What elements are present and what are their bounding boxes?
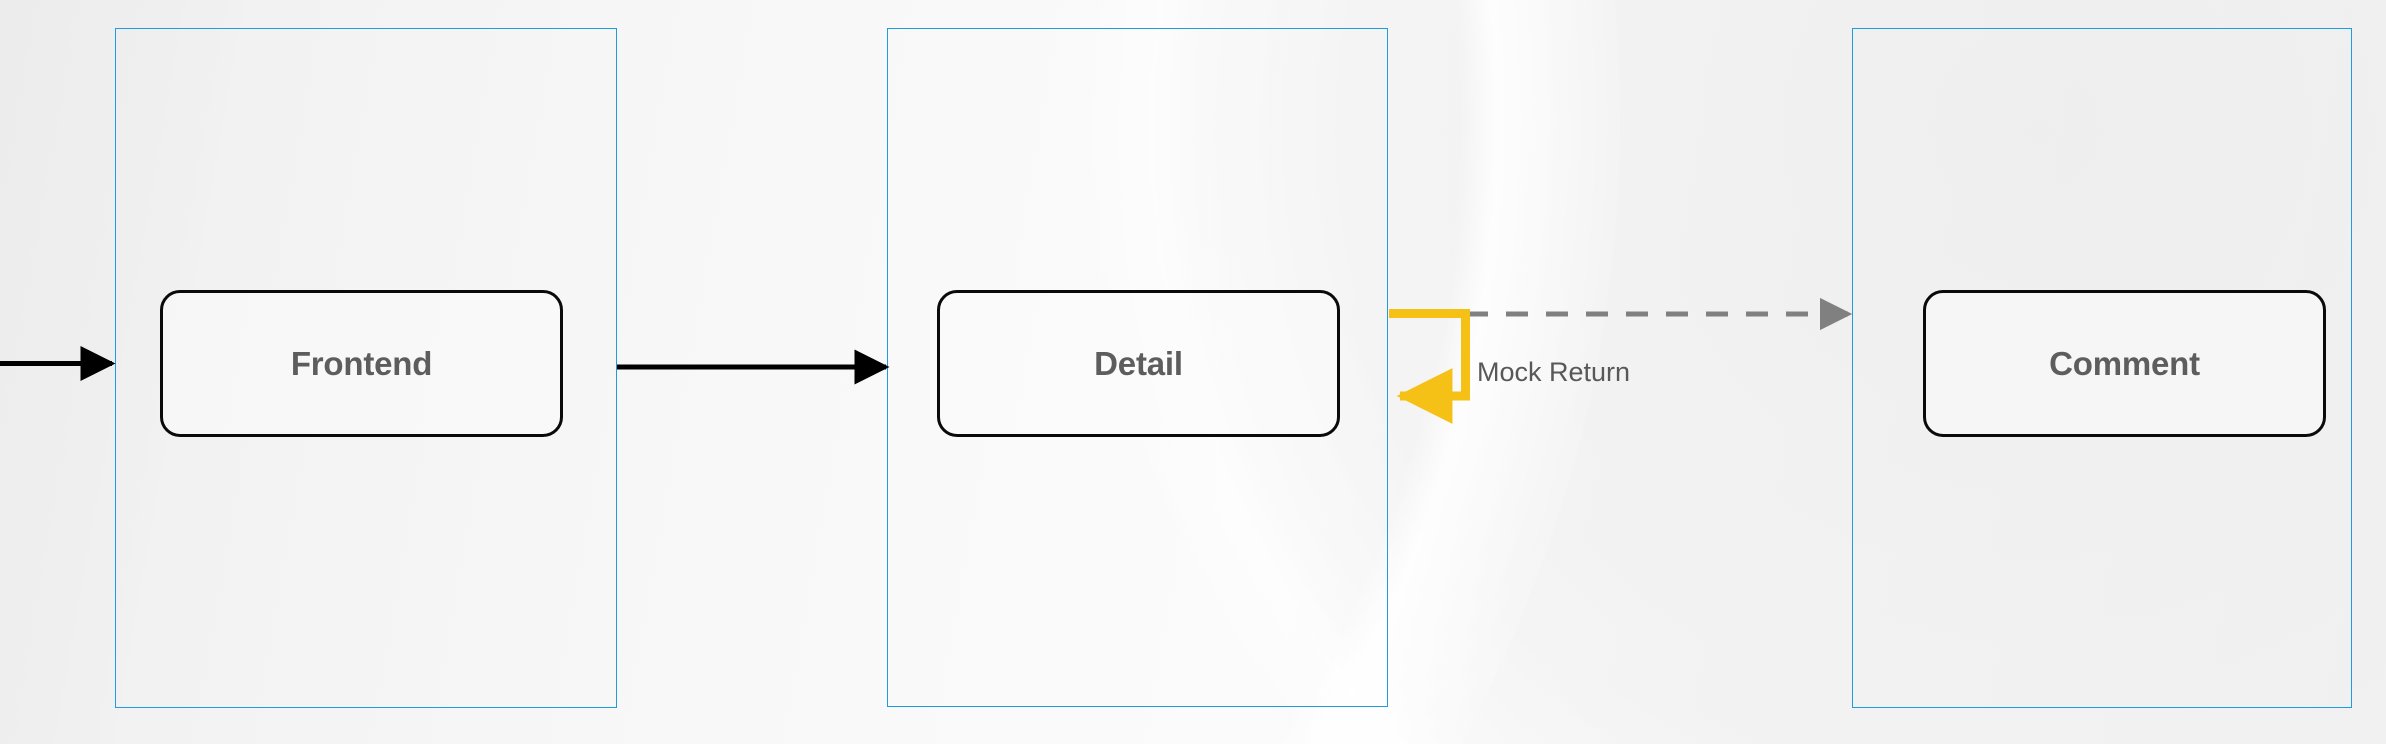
node-frontend[interactable]: Frontend bbox=[160, 290, 563, 437]
subgraph-frontend[interactable] bbox=[115, 28, 617, 708]
edge-label-mock-return: Mock Return bbox=[1477, 357, 1631, 387]
node-comment[interactable]: Comment bbox=[1923, 290, 2326, 437]
node-comment-label: Comment bbox=[2049, 344, 2200, 382]
node-detail[interactable]: Detail bbox=[937, 290, 1340, 437]
node-detail-label: Detail bbox=[1094, 344, 1183, 382]
edge-mock-return[interactable] bbox=[1389, 309, 1470, 424]
subgraph-comment[interactable] bbox=[1852, 28, 2352, 708]
node-frontend-label: Frontend bbox=[290, 344, 433, 382]
